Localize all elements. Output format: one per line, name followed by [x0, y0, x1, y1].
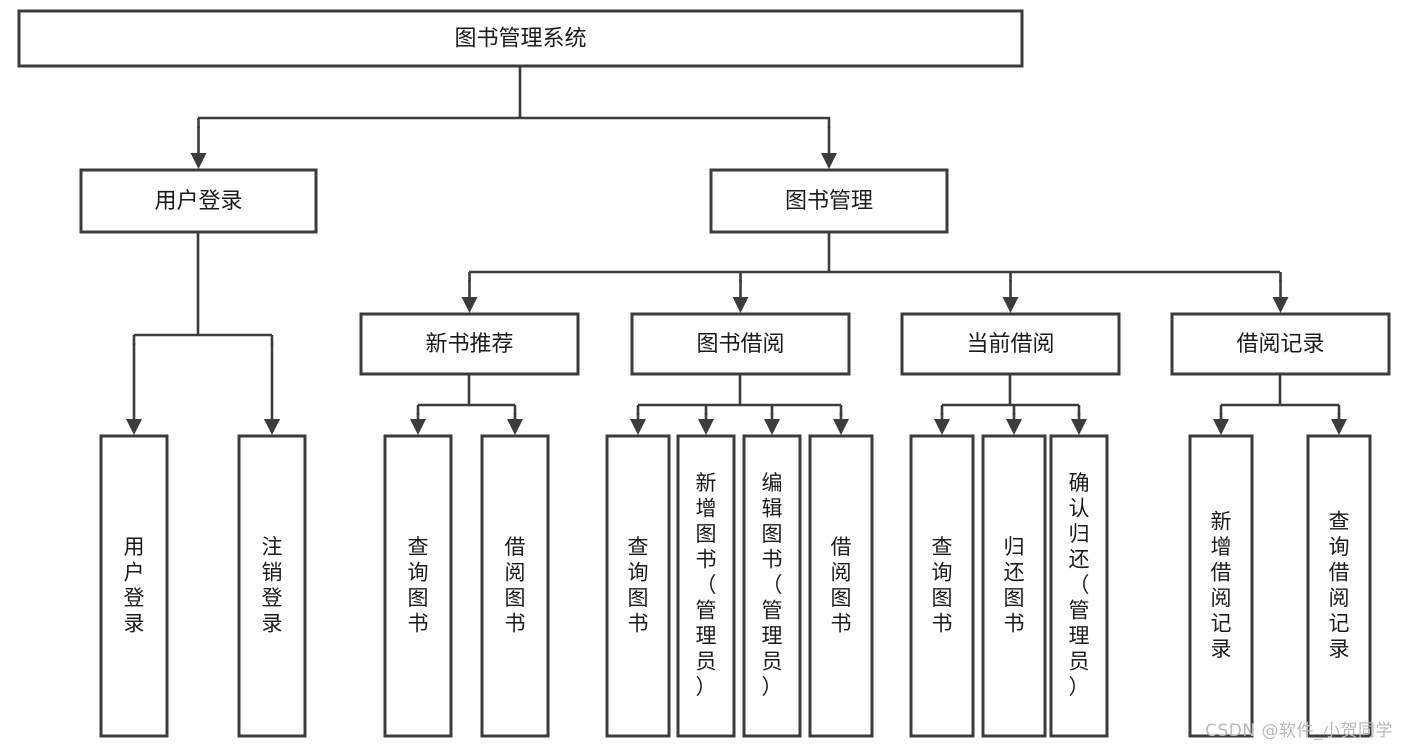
node-box-leaf-query-borrow-record[interactable]	[1306, 434, 1372, 738]
node-label-leaf-query-book-borrow: 查询图书	[628, 535, 649, 636]
node-label-user-login: 用户登录	[154, 189, 242, 214]
node-label-leaf-borrow-book: 借阅图书	[831, 535, 852, 636]
node-leaf-add-borrow-record[interactable]: 新增借阅记录	[1188, 434, 1254, 738]
node-label-leaf-query-borrow-record: 查询借阅记录	[1329, 509, 1350, 661]
node-label-leaf-user-logout: 注销登录	[262, 535, 283, 636]
node-box-leaf-add-borrow-record[interactable]	[1188, 434, 1254, 738]
node-root[interactable]: 图书管理系统	[17, 9, 1024, 68]
leaf-query-book-borrow-arrow-arrowhead	[630, 419, 646, 435]
node-box-leaf-borrow-book-recommend[interactable]	[480, 434, 550, 738]
node-label-current-borrow: 当前借阅	[966, 332, 1054, 357]
node-leaf-user-logout[interactable]: 注销登录	[237, 434, 307, 738]
node-box-book-borrow[interactable]	[630, 312, 851, 376]
leaf-user-login-arrow-arrowhead	[126, 419, 142, 435]
leaf-confirm-return-admin-arrow-arrowhead	[1071, 419, 1087, 435]
node-label-leaf-return-book: 归还图书	[1004, 535, 1025, 636]
leaf-return-book-arrow-arrowhead	[1006, 419, 1022, 435]
node-label-leaf-confirm-return-admin: 确认归还（管理员）	[1069, 471, 1090, 699]
node-box-root[interactable]	[17, 9, 1024, 68]
node-label-book-management: 图书管理	[785, 189, 873, 214]
leaf-user-logout-arrow-arrowhead	[264, 419, 280, 435]
node-label-leaf-query-book-current: 查询图书	[932, 535, 953, 636]
node-box-leaf-borrow-book[interactable]	[808, 434, 874, 738]
node-label-leaf-edit-book-admin: 编辑图书（管理员）	[762, 471, 783, 699]
node-leaf-user-login[interactable]: 用户登录	[99, 434, 169, 738]
node-label-leaf-add-borrow-record: 新增借阅记录	[1211, 509, 1232, 661]
leaf-add-book-admin-arrow-arrowhead	[698, 419, 714, 435]
node-leaf-confirm-return-admin[interactable]: 确认归还（管理员）	[1049, 434, 1109, 738]
node-label-root: 图书管理系统	[454, 27, 586, 52]
node-label-leaf-add-book-admin: 新增图书（管理员）	[696, 471, 717, 699]
borrow-record-arrow-arrowhead	[1272, 297, 1289, 313]
node-layer: 图书管理系统用户登录图书管理新书推荐图书借阅当前借阅借阅记录用户登录注销登录查询…	[17, 9, 1391, 738]
node-leaf-borrow-book-recommend[interactable]: 借阅图书	[480, 434, 550, 738]
node-box-leaf-user-login[interactable]	[99, 434, 169, 738]
node-leaf-borrow-book[interactable]: 借阅图书	[808, 434, 874, 738]
node-label-leaf-user-login: 用户登录	[124, 535, 145, 636]
node-leaf-edit-book-admin[interactable]: 编辑图书（管理员）	[742, 434, 802, 738]
connector-layer	[126, 66, 1347, 435]
node-label-book-borrow: 图书借阅	[696, 332, 784, 357]
node-box-leaf-query-book-borrow[interactable]	[605, 434, 671, 738]
node-box-leaf-user-logout[interactable]	[237, 434, 307, 738]
node-box-leaf-edit-book-admin[interactable]	[742, 434, 802, 738]
node-box-leaf-query-book-recommend[interactable]	[383, 434, 453, 738]
node-box-user-login[interactable]	[79, 168, 318, 234]
node-borrow-record[interactable]: 借阅记录	[1170, 312, 1391, 376]
node-label-leaf-query-book-recommend: 查询图书	[408, 535, 429, 636]
csdn-watermark: CSDN @软件_小贺同学	[1205, 721, 1393, 741]
node-book-borrow[interactable]: 图书借阅	[630, 312, 851, 376]
node-leaf-add-book-admin[interactable]: 新增图书（管理员）	[676, 434, 736, 738]
user-login-arrow-arrowhead	[190, 153, 207, 169]
node-leaf-query-book-recommend[interactable]: 查询图书	[383, 434, 453, 738]
node-user-login[interactable]: 用户登录	[79, 168, 318, 234]
node-label-borrow-record: 借阅记录	[1236, 332, 1324, 357]
node-box-new-book-recommend[interactable]	[359, 312, 580, 376]
leaf-borrow-book-recommend-arrow-arrowhead	[507, 419, 523, 435]
node-leaf-query-borrow-record[interactable]: 查询借阅记录	[1306, 434, 1372, 738]
book-management-arrow-arrowhead	[821, 153, 837, 169]
node-current-borrow[interactable]: 当前借阅	[900, 312, 1121, 376]
leaf-borrow-book-arrow-arrowhead	[833, 419, 849, 435]
book-borrow-arrow-arrowhead	[732, 297, 749, 313]
node-leaf-query-book-borrow[interactable]: 查询图书	[605, 434, 671, 738]
node-leaf-query-book-current[interactable]: 查询图书	[909, 434, 975, 738]
node-box-book-management[interactable]	[709, 168, 949, 234]
node-book-management[interactable]: 图书管理	[709, 168, 949, 234]
node-box-leaf-return-book[interactable]	[981, 434, 1047, 738]
leaf-edit-book-admin-arrow-arrowhead	[764, 419, 780, 435]
current-borrow-arrow-arrowhead	[1002, 297, 1019, 313]
node-box-leaf-confirm-return-admin[interactable]	[1049, 434, 1109, 738]
node-box-leaf-add-book-admin[interactable]	[676, 434, 736, 738]
leaf-query-borrow-record-arrow-arrowhead	[1331, 419, 1347, 435]
new-book-recommend-arrow-arrowhead	[461, 297, 478, 313]
node-box-current-borrow[interactable]	[900, 312, 1121, 376]
node-new-book-recommend[interactable]: 新书推荐	[359, 312, 580, 376]
node-label-new-book-recommend: 新书推荐	[425, 332, 513, 357]
node-box-borrow-record[interactable]	[1170, 312, 1391, 376]
node-label-leaf-borrow-book-recommend: 借阅图书	[505, 535, 526, 636]
leaf-query-book-recommend-arrow-arrowhead	[410, 419, 426, 435]
leaf-query-book-current-arrow-arrowhead	[934, 419, 950, 435]
leaf-add-borrow-record-arrow-arrowhead	[1213, 419, 1229, 435]
node-leaf-return-book[interactable]: 归还图书	[981, 434, 1047, 738]
node-box-leaf-query-book-current[interactable]	[909, 434, 975, 738]
